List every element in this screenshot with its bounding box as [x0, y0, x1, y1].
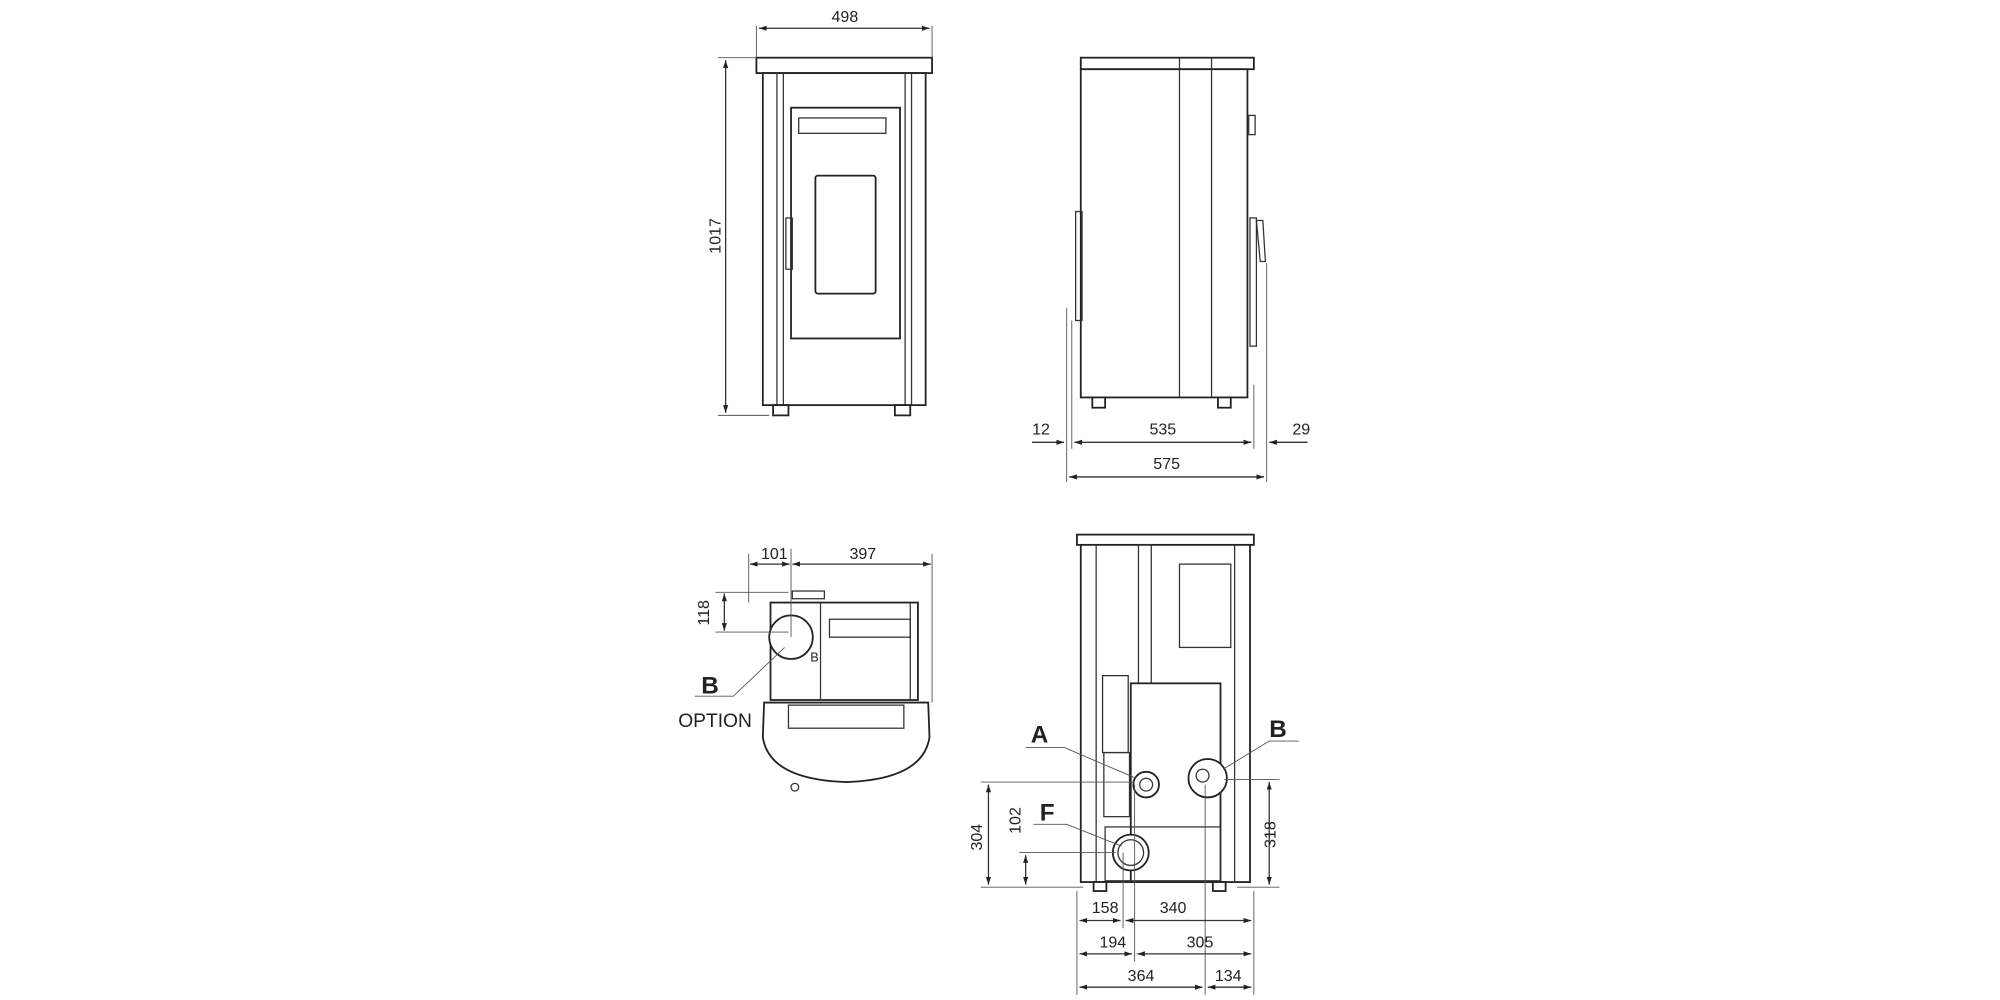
front-view: 498 1017 [707, 8, 933, 417]
dim-194: 194 [1099, 933, 1126, 951]
vent-grille [798, 117, 887, 134]
label-a: A [1031, 721, 1049, 748]
offset-right-dimension: 397 [849, 545, 876, 563]
option-label: OPTION [678, 711, 752, 732]
label-b-option: B [701, 673, 719, 700]
height-a-dimension: 304 [968, 824, 986, 851]
connection-b [1187, 758, 1228, 799]
height-dimension: 1017 [707, 218, 725, 254]
dim-134: 134 [1215, 967, 1242, 985]
total-depth-dimension: 575 [1153, 455, 1180, 473]
dim-158: 158 [1092, 899, 1119, 917]
top-view: 101 397 118 B B OPTION [678, 545, 933, 792]
height-b-dimension: 318 [1262, 821, 1280, 848]
depth-dimension: 535 [1149, 421, 1176, 439]
width-dimension: 498 [832, 8, 859, 26]
height-f-dimension: 102 [1007, 807, 1025, 834]
side-view: 12 535 29 575 [1032, 56, 1310, 483]
control-panel [828, 618, 911, 638]
label-f: F [1040, 800, 1055, 827]
label-b: B [1269, 716, 1287, 743]
rear-offset-dimension: 29 [1292, 421, 1310, 439]
door-handle [785, 217, 793, 270]
connection-a [1132, 770, 1160, 799]
front-offset-dimension: 12 [1032, 421, 1050, 439]
door-glass [814, 174, 877, 295]
rear-view: A B F 304 102 318 158 340 194 305 364 13… [968, 533, 1299, 995]
offset-left-dimension: 101 [761, 545, 788, 563]
dim-305: 305 [1187, 933, 1214, 951]
small-b-label: B [810, 650, 819, 665]
dim-364: 364 [1128, 967, 1155, 985]
dim-340: 340 [1160, 899, 1187, 917]
offset-top-dimension: 118 [695, 600, 713, 626]
